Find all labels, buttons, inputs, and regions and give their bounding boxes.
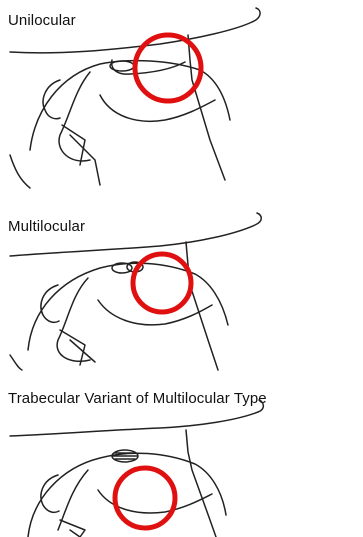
highlight-circle — [133, 254, 191, 312]
panel-trabecular: Trabecular Variant of Multilocular Type — [0, 370, 363, 537]
joint-sketch-multilocular — [0, 190, 363, 370]
joint-sketch-unilocular — [0, 0, 363, 190]
panel-unilocular: Unilocular — [0, 0, 363, 190]
highlight-circle — [115, 468, 175, 528]
joint-sketch-trabecular — [0, 370, 363, 537]
panel-multilocular: Multilocular — [0, 190, 363, 370]
